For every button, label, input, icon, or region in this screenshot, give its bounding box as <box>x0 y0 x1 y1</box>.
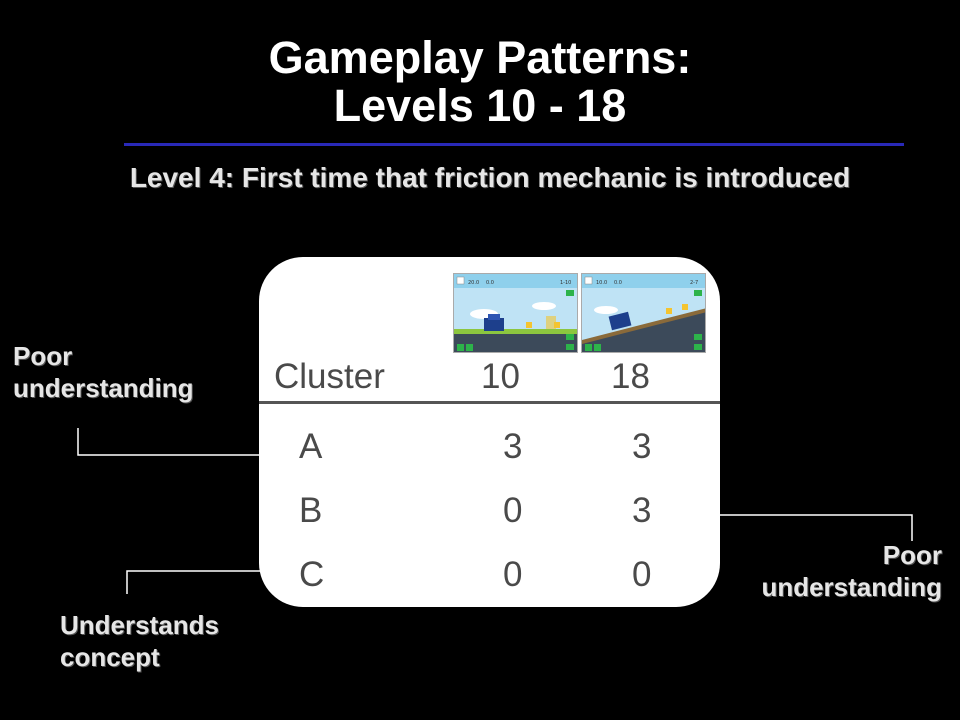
level-10-thumbnail: 20.0 0.0 1-10 <box>453 273 578 353</box>
row-b-cluster: B <box>299 491 323 530</box>
column-header-level-10: 10 <box>481 357 520 396</box>
level-18-thumbnail: 10.0 0.0 2-7 <box>581 273 706 353</box>
annotation-right: Poor understanding <box>710 539 942 603</box>
annotation-left-bottom: Understands concept <box>60 609 219 673</box>
thumb-a-score: 20.0 <box>468 280 479 286</box>
table-header-divider <box>259 401 720 404</box>
slide-title: Gameplay Patterns: Levels 10 - 18 <box>0 34 960 130</box>
column-header-cluster: Cluster <box>274 357 385 396</box>
connector-right <box>718 514 913 541</box>
connector-left-bottom <box>126 570 262 594</box>
thumb-b-level: 2-7 <box>690 280 698 286</box>
title-divider <box>124 143 904 146</box>
results-table-panel: 20.0 0.0 1-10 10.0 0.0 2-7 <box>259 257 720 607</box>
annotation-left-top-line-2: understanding <box>13 373 194 403</box>
row-b-level-18: 3 <box>632 491 652 530</box>
slide-subtitle: Level 4: First time that friction mechan… <box>129 162 851 193</box>
thumb-a-level: 1-10 <box>560 280 571 286</box>
annotation-left-bottom-line-1: Understands <box>60 610 219 640</box>
row-a-cluster: A <box>299 427 323 466</box>
annotation-right-line-2: understanding <box>761 572 942 602</box>
annotation-left-top: Poor understanding <box>13 340 194 404</box>
row-c-level-18: 0 <box>632 555 652 594</box>
title-line-1: Gameplay Patterns: <box>268 32 692 83</box>
thumb-a-value: 0.0 <box>486 280 494 286</box>
annotation-left-top-line-1: Poor <box>13 341 73 371</box>
thumb-b-score: 10.0 <box>596 280 607 286</box>
title-line-2: Levels 10 - 18 <box>333 80 627 131</box>
row-c-cluster: C <box>299 555 325 594</box>
connector-left-top <box>77 428 262 456</box>
annotation-left-bottom-line-2: concept <box>60 642 160 672</box>
thumb-b-value: 0.0 <box>614 280 622 286</box>
row-a-level-10: 3 <box>503 427 523 466</box>
row-a-level-18: 3 <box>632 427 652 466</box>
row-c-level-10: 0 <box>503 555 523 594</box>
column-header-level-18: 18 <box>611 357 650 396</box>
row-b-level-10: 0 <box>503 491 523 530</box>
annotation-right-line-1: Poor <box>882 540 942 570</box>
